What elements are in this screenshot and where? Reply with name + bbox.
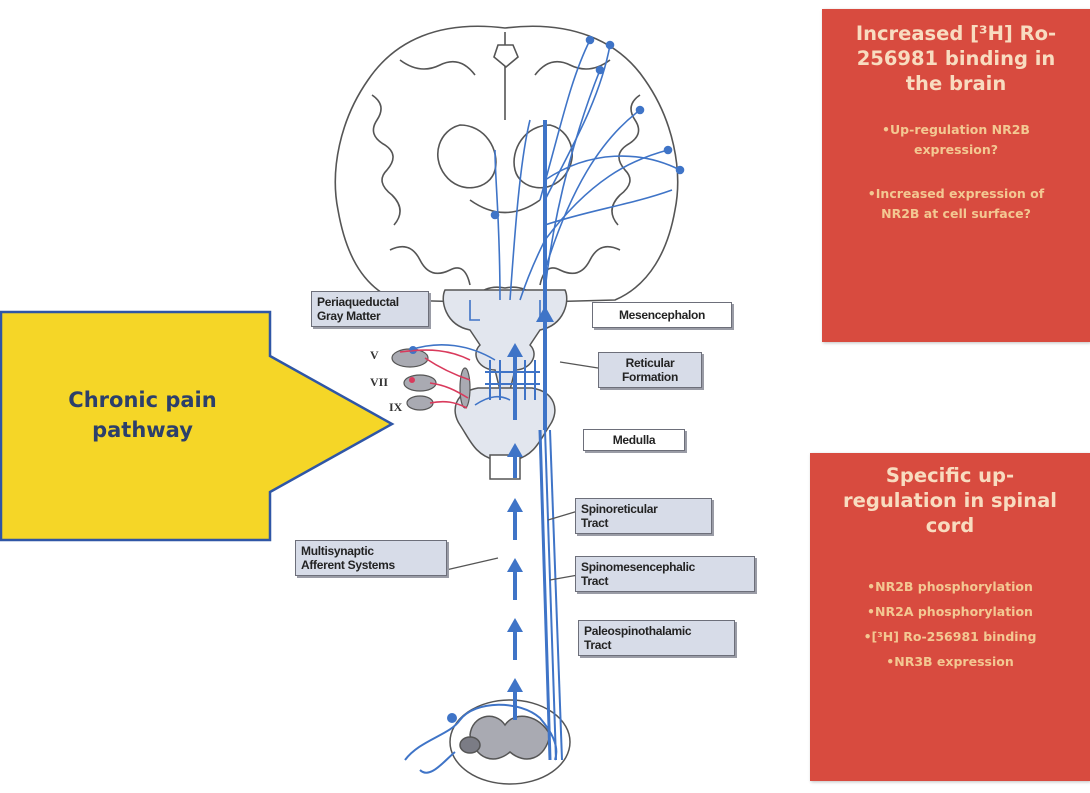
spinal-item: •NR2B phosphorylation — [810, 574, 1090, 599]
spinomesencephalic-line-2: Tract — [581, 574, 749, 588]
cranial-nerve-ix-label: IX — [389, 400, 402, 415]
spinal-cord-box: Specific up- regulation in spinal cord •… — [810, 453, 1090, 781]
reticular-formation-label: Reticular Formation — [598, 352, 702, 388]
brain-title-line-3: the brain — [822, 71, 1090, 96]
spinal-title-line-3: cord — [810, 513, 1090, 538]
spinomesencephalic-tract-label: Spinomesencephalic Tract — [575, 556, 755, 592]
spinal-item: •NR2A phosphorylation — [810, 599, 1090, 624]
spinal-item: •[³H] Ro-256981 binding — [810, 624, 1090, 649]
spinal-title-line-1: Specific up- — [810, 463, 1090, 488]
periaqueductal-line-2: Gray Matter — [317, 309, 423, 323]
reticular-line-1: Reticular — [604, 356, 696, 370]
cranial-nerve-v-label: V — [370, 348, 379, 363]
brain-item2-line-2: NR2B at cell surface? — [822, 204, 1090, 224]
multisynaptic-afferent-label: Multisynaptic Afferent Systems — [295, 540, 447, 576]
multisynaptic-line-1: Multisynaptic — [301, 544, 441, 558]
brain-box-item-1: •Up-regulation NR2B expression? — [822, 120, 1090, 160]
brain-item2-line-1: •Increased expression of — [822, 184, 1090, 204]
medulla-text: Medulla — [613, 433, 656, 447]
paleospinothalamic-line-1: Paleospinothalamic — [584, 624, 729, 638]
brain-box-title: Increased [³H] Ro- 256981 binding in the… — [822, 21, 1090, 96]
callout-line-1: Chronic pain — [20, 385, 265, 415]
brain-title-line-2: 256981 binding in — [822, 46, 1090, 71]
cranial-nerve-vii-label: VII — [370, 375, 388, 390]
callout-line-2: pathway — [20, 415, 265, 445]
spinoreticular-line-2: Tract — [581, 516, 706, 530]
brain-item1-line-2: expression? — [822, 140, 1090, 160]
periaqueductal-gray-label: Periaqueductal Gray Matter — [311, 291, 429, 327]
spinal-item: •NR3B expression — [810, 649, 1090, 674]
brain-item1-line-1: •Up-regulation NR2B — [822, 120, 1090, 140]
multisynaptic-line-2: Afferent Systems — [301, 558, 441, 572]
spinal-title-line-2: regulation in spinal — [810, 488, 1090, 513]
spinal-box-title: Specific up- regulation in spinal cord — [810, 463, 1090, 538]
medulla-label: Medulla — [583, 429, 685, 451]
brain-title-line-1: Increased [³H] Ro- — [822, 21, 1090, 46]
mesencephalon-text: Mesencephalon — [619, 308, 705, 322]
brain-coronal-section — [335, 26, 677, 302]
periaqueductal-line-1: Periaqueductal — [317, 295, 423, 309]
reticular-line-2: Formation — [604, 370, 696, 384]
spinoreticular-tract-label: Spinoreticular Tract — [575, 498, 712, 534]
chronic-pain-pathway-label: Chronic pain pathway — [20, 385, 265, 445]
brain-binding-box: Increased [³H] Ro- 256981 binding in the… — [822, 9, 1090, 342]
paleospinothalamic-tract-label: Paleospinothalamic Tract — [578, 620, 735, 656]
spinoreticular-line-1: Spinoreticular — [581, 502, 706, 516]
spinal-box-items: •NR2B phosphorylation •NR2A phosphorylat… — [810, 574, 1090, 674]
mesencephalon-label: Mesencephalon — [592, 302, 732, 328]
spinomesencephalic-line-1: Spinomesencephalic — [581, 560, 749, 574]
paleospinothalamic-line-2: Tract — [584, 638, 729, 652]
brain-box-item-2: •Increased expression of NR2B at cell su… — [822, 184, 1090, 224]
